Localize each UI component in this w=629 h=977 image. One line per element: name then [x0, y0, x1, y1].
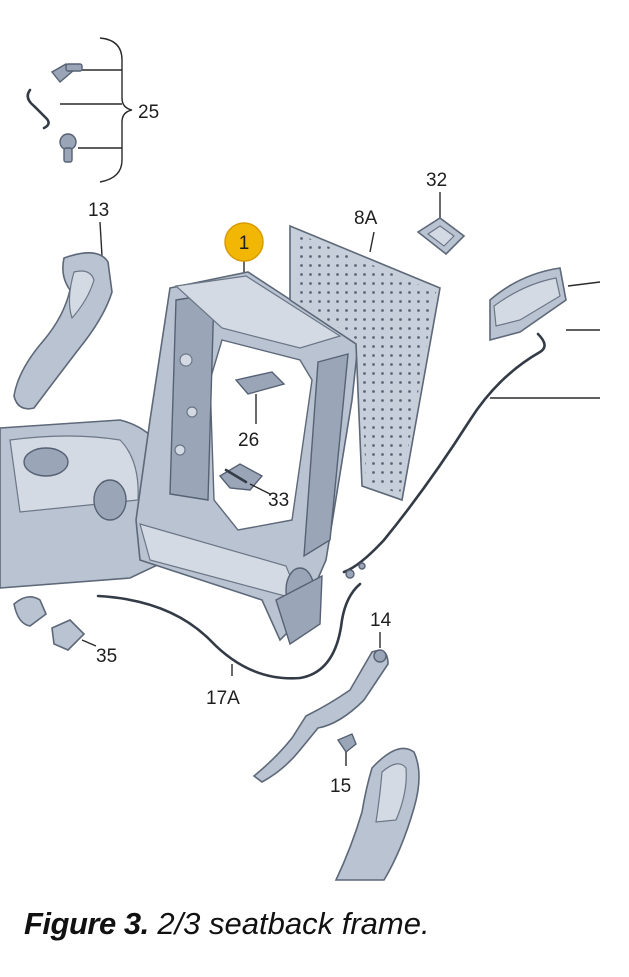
- label-32: 32: [426, 170, 447, 191]
- exploded-parts-diagram: 1 26 33 8A 32: [0, 37, 601, 881]
- part-32-bezel: 32: [416, 170, 466, 256]
- label-13: 13: [88, 200, 109, 221]
- part-release-cable: [342, 332, 600, 579]
- label-33: 33: [268, 490, 289, 511]
- highlight-circle: [224, 222, 264, 262]
- part-1-seatback-frame: [135, 258, 359, 646]
- part-1-callout: 1: [224, 222, 264, 262]
- part-35-brackets: 35: [13, 596, 117, 667]
- seat-base-left: [0, 419, 171, 589]
- label-8a: 8A: [354, 208, 378, 229]
- part-33-clip: 33: [218, 463, 289, 511]
- part-lower-right-trim: [334, 747, 420, 881]
- label-14: 14: [370, 610, 392, 631]
- part-14-lever: 14: [252, 610, 392, 783]
- caption-figure-number: Figure 3.: [24, 906, 149, 941]
- label-15: 15: [330, 776, 351, 797]
- part-17a-cable: 17A: [96, 582, 362, 709]
- part-15-screw: 15: [330, 733, 357, 797]
- part-8a-perforated-pad: 8A: [289, 208, 441, 502]
- part-26-pad: 26: [234, 371, 286, 451]
- part-headrest-guide: [489, 267, 601, 342]
- label-1: 1: [239, 233, 250, 254]
- label-35: 35: [96, 646, 117, 667]
- part-13-side-trim: [13, 221, 113, 410]
- part-25-fasteners: [26, 37, 133, 183]
- label-17a: 17A: [206, 688, 240, 709]
- label-25: 25: [138, 102, 159, 123]
- label-26: 26: [238, 430, 259, 451]
- caption-text: 2/3 seatback frame.: [157, 906, 430, 941]
- figure-caption: Figure 3. 2/3 seatback frame.: [24, 906, 624, 956]
